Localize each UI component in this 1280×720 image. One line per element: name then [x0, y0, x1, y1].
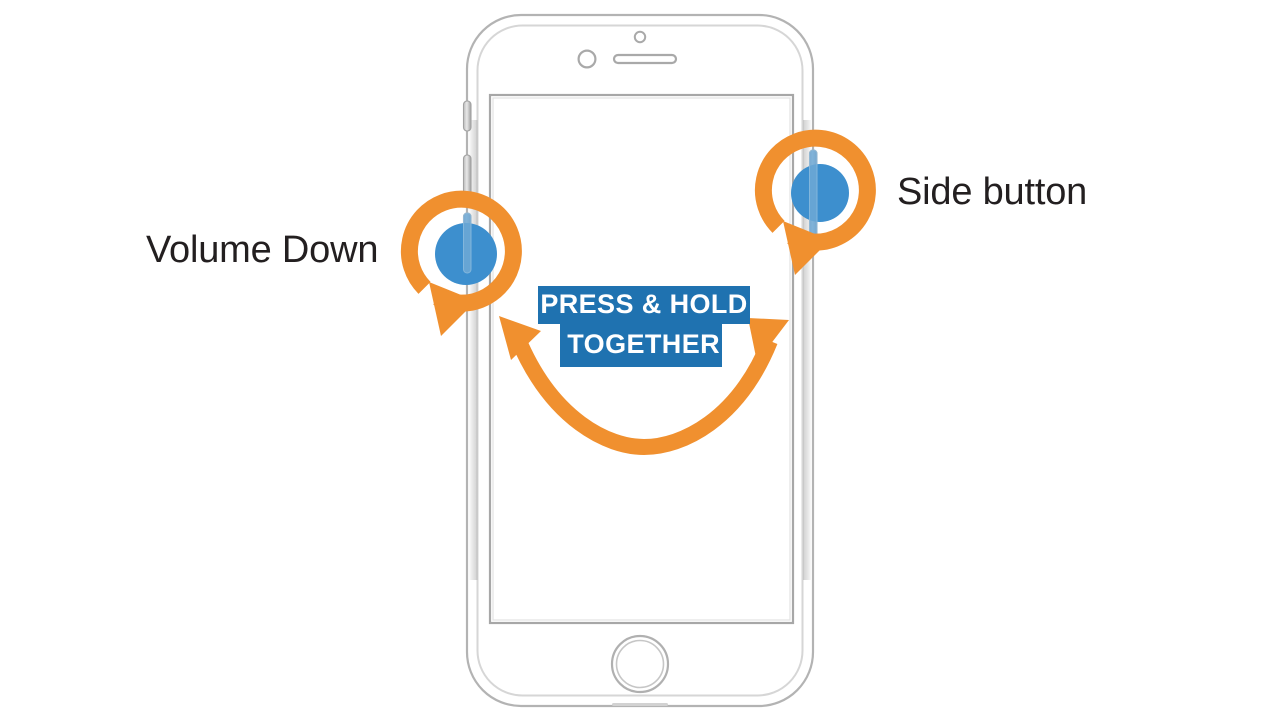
circular-arrow-volume-down [400, 190, 522, 336]
badge-line-press-and-hold: PRESS & HOLD [538, 286, 750, 324]
badge-line-together: TOGETHER [560, 324, 722, 367]
home-button[interactable] [610, 634, 670, 694]
front-camera [577, 49, 597, 69]
circular-arrow-side-button [754, 129, 876, 275]
label-volume-down: Volume Down [146, 229, 379, 271]
double-headed-curved-arrow [499, 316, 789, 456]
volume-down-button-overlay [463, 212, 472, 274]
label-side-button: Side button [897, 171, 1088, 213]
press-dot-side-button [791, 164, 849, 222]
mute-switch[interactable] [462, 100, 472, 132]
proximity-sensor [633, 30, 647, 44]
earpiece-speaker [612, 53, 678, 65]
